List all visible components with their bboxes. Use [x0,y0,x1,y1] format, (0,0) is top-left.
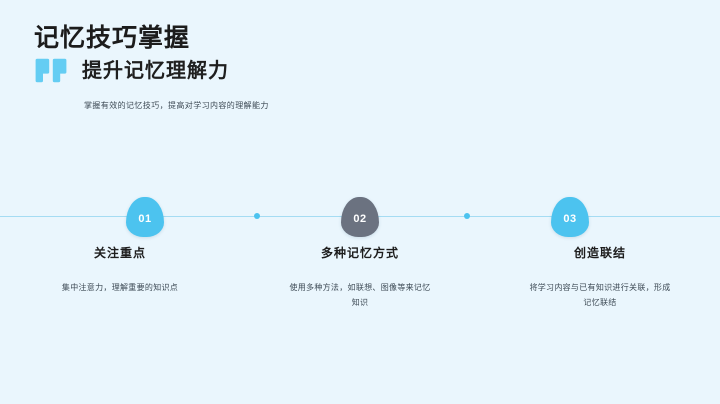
timeline-marker-02[interactable]: 02 [341,197,379,237]
slide-subtitle: 提升记忆理解力 [82,60,229,82]
timeline-marker-01[interactable]: 01 [126,197,164,237]
quote-mark-icon [34,58,68,84]
timeline-axis [0,216,720,217]
column-title: 多种记忆方式 [320,246,399,260]
timeline-marker-03[interactable]: 03 [551,197,589,237]
column-body: 使用多种方法，如联想、图像等来记忆知识 [289,282,431,307]
content-column-03: 创造联结 将学习内容与已有知识进行关联，形成记忆联结 [480,246,720,310]
timeline-marker-label: 03 [563,213,577,225]
column-title: 关注重点 [93,246,146,260]
subtitle-row: 提升记忆理解力 [34,58,229,84]
timeline-marker-label: 02 [353,213,367,225]
page-title: 记忆技巧掌握 [34,24,191,52]
timeline-dot [464,213,470,219]
content-column-01: 关注重点 集中注意力，理解重要的知识点 [0,246,240,310]
timeline-dot [254,213,260,219]
timeline-marker-label: 01 [138,213,152,225]
content-column-02: 多种记忆方式 使用多种方法，如联想、图像等来记忆知识 [240,246,480,310]
lead-description: 掌握有效的记忆技巧，提高对学习内容的理解能力 [84,101,269,110]
column-body: 将学习内容与已有知识进行关联，形成记忆联结 [529,282,671,307]
content-columns: 关注重点 集中注意力，理解重要的知识点 多种记忆方式 使用多种方法，如联想、图像… [0,246,720,310]
column-title: 创造联结 [573,246,626,260]
column-body: 集中注意力，理解重要的知识点 [61,282,179,292]
